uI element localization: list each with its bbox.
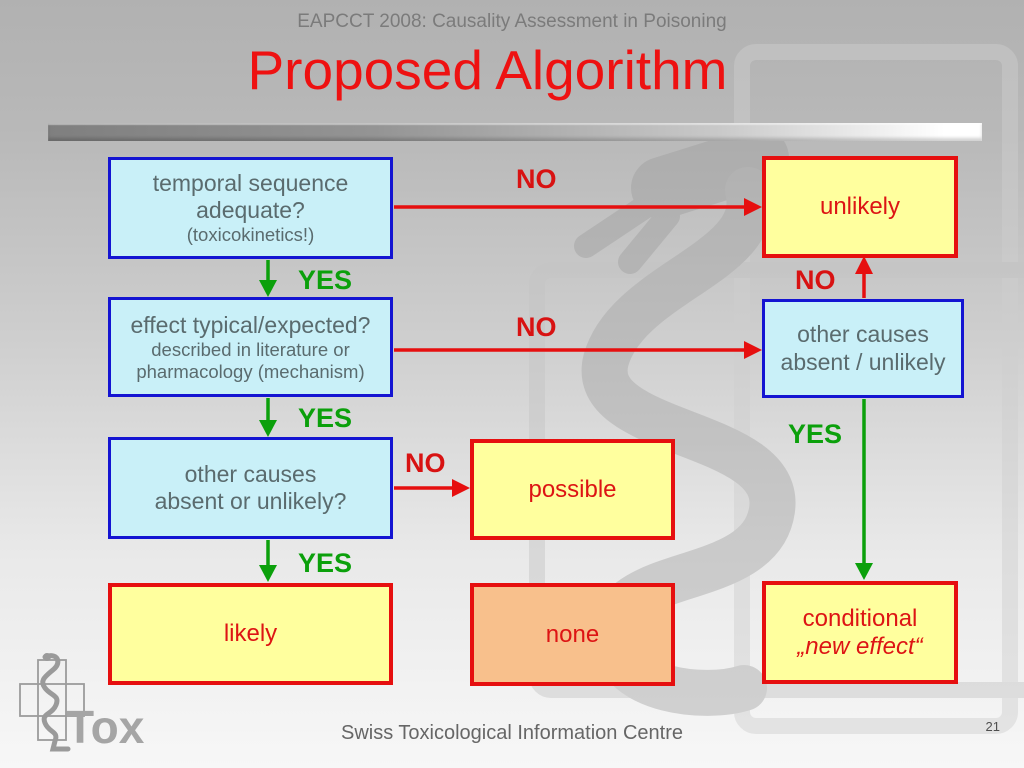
box-effect-line1: effect typical/expected? (130, 311, 371, 338)
slide-subtitle: EAPCCT 2008: Causality Assessment in Poi… (297, 11, 727, 32)
box-possible-label: possible (528, 475, 617, 503)
box-conditional-new-effect: conditional „new effect“ (762, 581, 958, 684)
box-likely: likely (108, 583, 393, 685)
box-none: none (470, 583, 675, 686)
box-likely-label: likely (223, 620, 278, 647)
footer-text: Swiss Toxicological Information Centre (340, 722, 683, 744)
box-other-causes-right-line1: other causes (797, 321, 929, 348)
box-other-causes-left-line1: other causes (184, 460, 317, 487)
box-temporal-line1: temporal sequence (152, 169, 349, 196)
box-unlikely-label: unlikely (819, 193, 901, 220)
label-no-effect: NO (516, 312, 557, 342)
box-other-causes-left: other causes absent or unlikely? (108, 437, 393, 539)
label-yes-other-causes-right: YES (788, 419, 843, 449)
box-unlikely: unlikely (762, 156, 958, 258)
box-other-causes-right-line2: absent / unlikely (780, 348, 946, 375)
box-temporal-line2: adequate? (196, 197, 305, 224)
label-yes-temporal: YES (298, 265, 353, 295)
divider-bar (48, 123, 982, 141)
box-conditional-line2: „new effect“ (797, 632, 923, 660)
tox-snake-icon (40, 653, 71, 752)
tox-logo: Tox (19, 653, 145, 753)
label-yes-effect: YES (298, 403, 353, 433)
page-number: 21 (985, 719, 1000, 734)
box-conditional-line1: conditional (802, 604, 918, 632)
label-no-temporal: NO (516, 164, 557, 194)
box-temporal-sequence: temporal sequence adequate? (toxicokinet… (108, 157, 393, 259)
label-yes-other-causes-left: YES (298, 548, 353, 578)
box-none-label: none (545, 620, 600, 648)
label-no-other-causes-right: NO (795, 265, 836, 295)
label-no-other-causes-left: NO (405, 448, 446, 478)
box-effect-subtext2: pharmacology (mechanism) (136, 360, 365, 382)
tox-cross-icon (19, 659, 85, 741)
box-possible: possible (470, 439, 675, 540)
box-other-causes-left-line2: absent or unlikely? (154, 488, 347, 514)
box-effect-typical: effect typical/expected? described in li… (108, 297, 393, 397)
box-effect-subtext1: described in literature or (151, 338, 350, 360)
box-other-causes-right: other causes absent / unlikely (762, 299, 964, 398)
box-temporal-subtext: (toxicokinetics!) (186, 224, 315, 246)
tox-logo-text: Tox (66, 701, 145, 753)
page-title: Proposed Algorithm (247, 39, 728, 101)
